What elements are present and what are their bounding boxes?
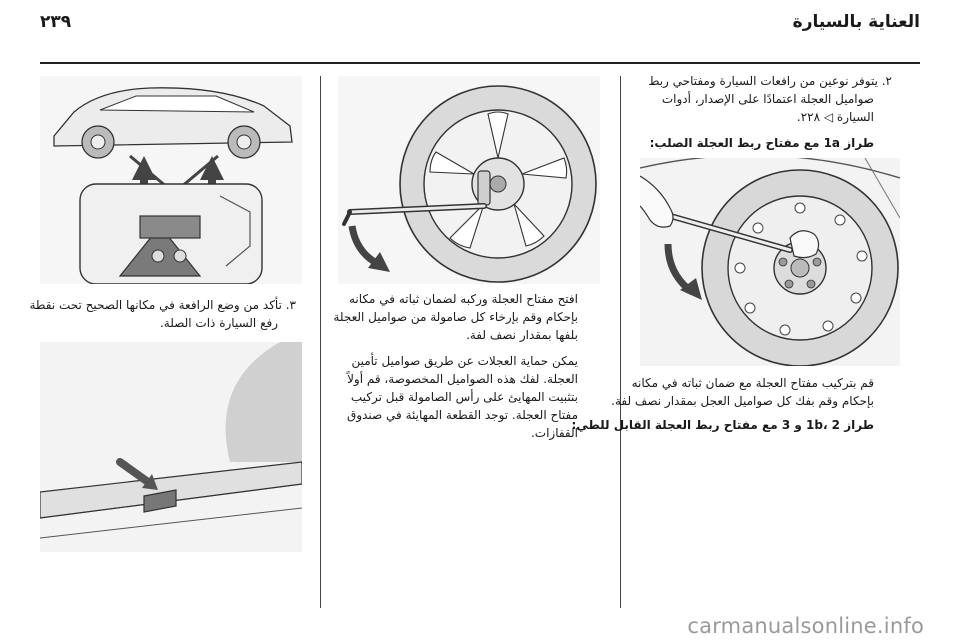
page-number: ٢٣٩ (40, 12, 72, 32)
figure-folding-wrench (338, 76, 600, 284)
lock-nut-para-line-4: مفتاح العجلة. توجد القطعة المهايئة في صن… (347, 408, 578, 422)
watermark: carmanualsonline.info (687, 614, 924, 638)
section-title: العناية بالسيارة (792, 12, 920, 32)
page-header: العناية بالسيارة ٢٣٩ (40, 10, 920, 40)
step-3-line-2: رفع السيارة ذات الصلة. (159, 316, 278, 330)
figure-jacking-points (40, 76, 302, 284)
caption-line-1: قم بتركيب مفتاح العجلة مع ضمان ثباته في … (631, 376, 874, 390)
lock-nut-para-line-5: القفازات. (530, 426, 578, 440)
heading-model-1a: طراز 1a مع مفتاح ربط العجلة الصلب: (649, 136, 874, 150)
solid-wrench-illustration (640, 158, 900, 366)
jack-placement-illustration (40, 342, 302, 539)
header-rule (40, 62, 920, 64)
column-divider-right (620, 76, 621, 608)
unlock-para-line-2: بإحكام وقم بإرخاء كل صامولة من صواميل ال… (333, 310, 578, 324)
folding-wrench-illustration (342, 85, 597, 283)
lock-nut-para-line-2: العجلة. لفك هذه الصواميل المخصوصة، قم أو… (347, 372, 578, 386)
step-2-line-1: ٢. يتوفر نوعين من رافعات السيارة ومفتاحي… (648, 74, 892, 88)
unlock-para-line-3: بلفها بمقدار نصف لفة. (466, 328, 578, 342)
jacking-points-illustration (53, 87, 293, 284)
lock-nut-para-line-3: بتثبيت المهايئ على رأس الصامولة قبل تركي… (350, 390, 578, 404)
column-divider-left (320, 76, 321, 608)
step-2-line-3: السيارة ◁ ٢٢٨. (796, 110, 874, 124)
heading-model-1b: طراز 1b، 2 و 3 مع مفتاح ربط العجلة القاب… (571, 418, 875, 432)
figure-solid-wrench (640, 158, 900, 366)
lock-nut-para-line-1: يمكن حماية العجلات عن طريق صواميل تأمين (351, 354, 578, 368)
step-2-line-2: صواميل العجلة اعتمادًا على الإصدار، أدوا… (661, 92, 874, 106)
caption-line-2: بإحكام وقم بفك كل صواميل العجل بمقدار نص… (611, 394, 874, 408)
figure-jack-placement (40, 342, 302, 552)
step-3-line-1: ٣. تأكد من وضع الرافعة في مكانها الصحيح … (29, 298, 297, 312)
unlock-para-line-1: افتح مفتاح العجلة وركبه لضمان ثباته في م… (348, 292, 578, 306)
